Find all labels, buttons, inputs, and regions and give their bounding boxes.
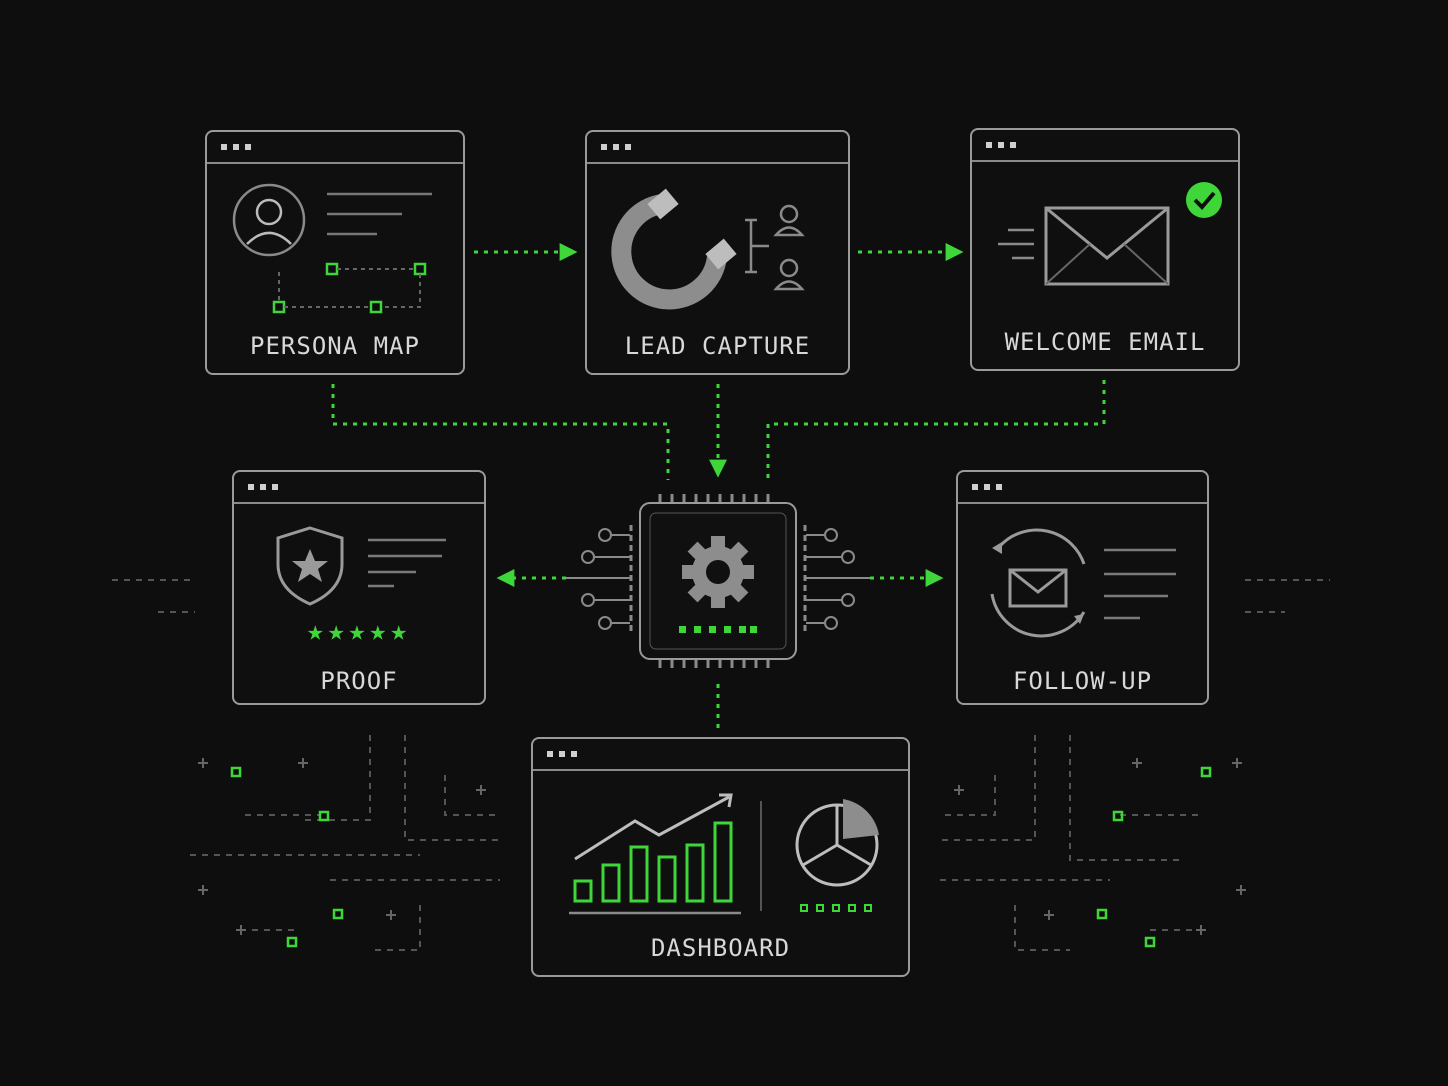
node-label: FOLLOW-UP	[1012, 667, 1153, 695]
node-label: PROOF	[320, 667, 398, 695]
window-dots-icon	[986, 142, 1016, 148]
node-persona-map[interactable]: PERSONA MAP	[205, 130, 465, 375]
circuit-plus-marks	[198, 758, 1246, 935]
envelope-icon	[998, 182, 1222, 286]
shield-star-icon	[276, 526, 446, 606]
arrow-persona-to-hub	[331, 384, 670, 480]
refresh-envelope-icon	[990, 528, 1176, 638]
rating-stars: ★★★★★	[306, 614, 412, 647]
window-dots-icon	[601, 144, 631, 150]
window-dots-icon	[972, 484, 1002, 490]
window-titlebar	[533, 739, 908, 771]
gear-icon	[682, 536, 754, 608]
magnet-icon	[611, 188, 805, 310]
node-proof[interactable]: ★★★★★ PROOF	[232, 470, 486, 705]
bar-chart-icon	[569, 793, 879, 915]
window-dots-icon	[547, 751, 577, 757]
node-welcome-email[interactable]: WELCOME EMAIL	[970, 128, 1240, 371]
node-lead-capture[interactable]: LEAD CAPTURE	[585, 130, 850, 375]
node-follow-up[interactable]: FOLLOW-UP	[956, 470, 1209, 705]
processor-hub	[566, 494, 870, 668]
window-titlebar	[207, 132, 463, 164]
node-label: PERSONA MAP	[250, 332, 420, 360]
node-dashboard[interactable]: DASHBOARD	[531, 737, 910, 977]
flow-arrows	[331, 243, 1106, 730]
window-titlebar	[972, 130, 1238, 162]
window-titlebar	[958, 472, 1207, 504]
pie-chart-icon	[795, 799, 879, 887]
arrow-email-to-hub	[766, 380, 1106, 480]
node-label: WELCOME EMAIL	[1004, 328, 1206, 356]
circuit-nodes	[230, 766, 1212, 948]
window-dots-icon	[248, 484, 278, 490]
window-dots-icon	[221, 144, 251, 150]
check-badge-icon	[1186, 182, 1222, 218]
window-titlebar	[587, 132, 848, 164]
node-label: DASHBOARD	[650, 934, 791, 962]
persona-icon	[232, 183, 432, 314]
node-label: LEAD CAPTURE	[624, 332, 811, 360]
circuit-traces-left	[112, 579, 500, 951]
window-titlebar	[234, 472, 484, 504]
